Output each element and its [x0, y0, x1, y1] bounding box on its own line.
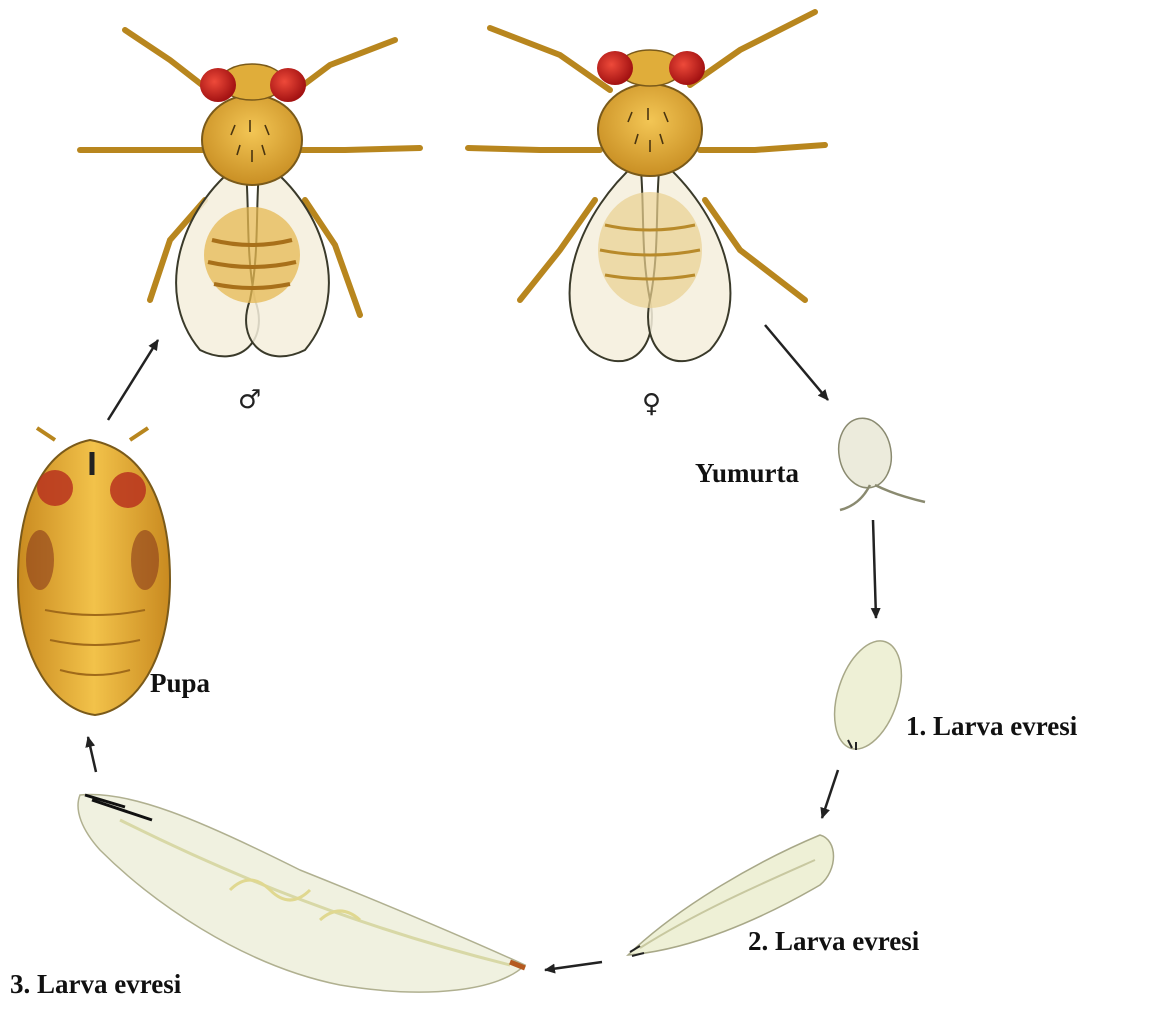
label-pupa: Pupa [150, 668, 211, 698]
arrow-female-to-egg [765, 325, 828, 400]
label-larva-1: 1. Larva evresi [906, 711, 1078, 741]
egg [833, 414, 925, 510]
larva-stage-3 [78, 794, 525, 992]
label-egg: Yumurta [695, 458, 800, 488]
label-larva-2: 2. Larva evresi [748, 926, 920, 956]
female-symbol: ♀ [642, 389, 661, 419]
male-symbol: ♂ [238, 385, 261, 415]
arrow-egg-to-larva1 [873, 520, 876, 618]
arrow-larva3-to-pupa [88, 737, 96, 772]
arrow-larva2-to-larva3 [545, 962, 602, 970]
arrow-larva1-to-larva2 [822, 770, 838, 818]
larva-stage-1 [822, 632, 914, 757]
pupa [18, 428, 170, 715]
arrow-pupa-to-male [108, 340, 158, 420]
male-fly [80, 30, 420, 356]
female-fly [468, 12, 825, 361]
label-larva-3: 3. Larva evresi [10, 969, 182, 999]
